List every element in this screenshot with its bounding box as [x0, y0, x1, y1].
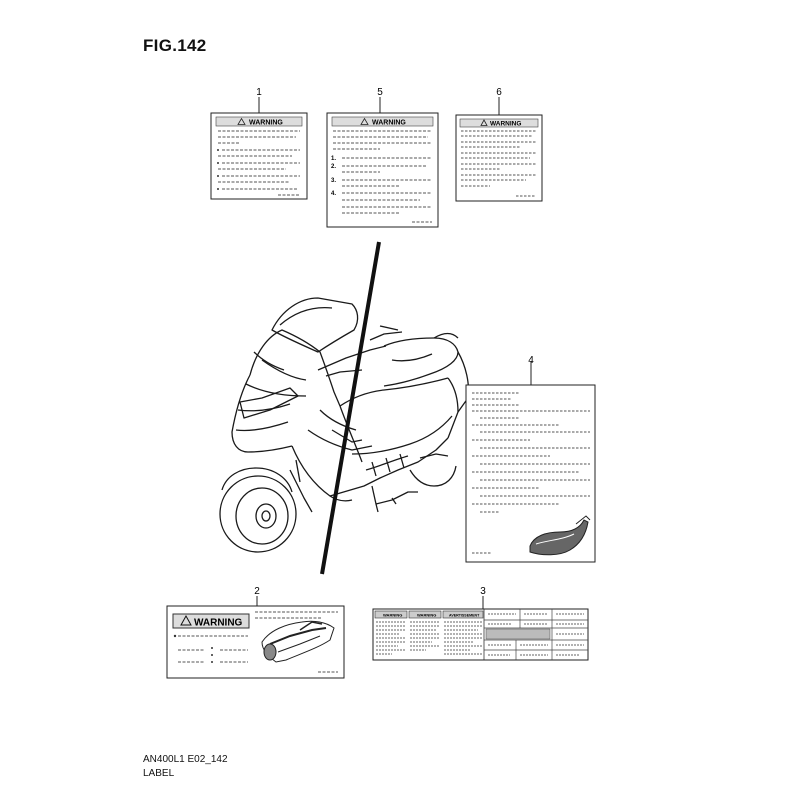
callout-5: 5: [377, 87, 383, 98]
label-1-header: WARNING: [249, 120, 283, 127]
label-3-header-2: WARNING: [417, 613, 436, 618]
warning-triangle-icon: [237, 117, 246, 125]
label-3[interactable]: 3 WARNING WARNING AVERTISSEMENT: [372, 586, 589, 661]
label-5-step-1: 1.: [331, 156, 336, 162]
callout-3: 3: [480, 586, 486, 597]
label-5-step-4: 4.: [331, 191, 336, 197]
callout-2: 2: [254, 586, 260, 597]
label-3-header-3: AVERTISSEMENT: [449, 614, 480, 618]
callout-6: 6: [496, 87, 502, 98]
group-name: LABEL: [143, 768, 175, 779]
label-5-step-3: 3.: [331, 178, 336, 184]
leader-line: [320, 241, 381, 575]
label-5-header: WARNING: [372, 120, 406, 127]
scooter-illustration: [219, 297, 470, 553]
mini-scooter-illustration: [261, 620, 335, 663]
label-3-header-1: WARNING: [383, 613, 402, 618]
label-2-header: WARNING: [194, 618, 243, 629]
seat-illustration: [529, 515, 591, 556]
model-code: AN400L1 E02_142: [143, 754, 228, 765]
label-6[interactable]: 6 WARNING: [455, 87, 543, 202]
callout-4: 4: [528, 355, 534, 366]
label-6-header: WARNING: [490, 121, 521, 128]
label-2[interactable]: 2 WARNING: [166, 586, 345, 679]
label-5-step-2: 2.: [331, 164, 336, 170]
label-1[interactable]: 1 WARNING: [210, 87, 308, 200]
warning-triangle-icon: [480, 119, 488, 126]
warning-triangle-icon: [360, 117, 369, 125]
figure-title: FIG.142: [143, 36, 207, 55]
callout-1: 1: [256, 87, 262, 98]
warning-triangle-icon: [180, 614, 192, 626]
label-4[interactable]: 4: [465, 355, 596, 563]
label-5[interactable]: 5 WARNING 1. 2. 3. 4.: [326, 87, 439, 228]
